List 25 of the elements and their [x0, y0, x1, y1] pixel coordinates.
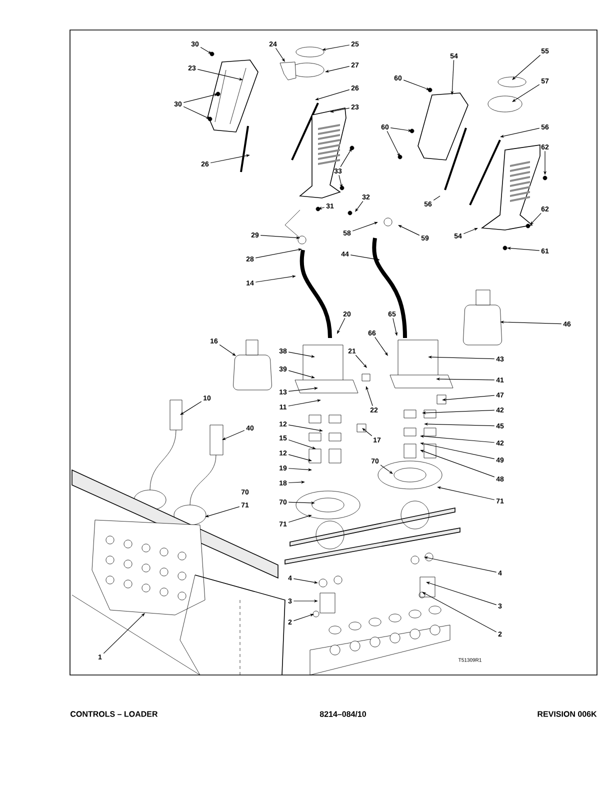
leader-line: [200, 46, 212, 54]
leader-line: [180, 401, 202, 415]
leader-line: [183, 106, 210, 119]
leader-line: [422, 592, 497, 632]
leader-line: [337, 318, 346, 334]
leader-line: [512, 84, 540, 102]
footer-text: 8214–084/10: [320, 711, 366, 717]
leader-line: [463, 228, 478, 234]
footer-text: CONTROLS – LOADER: [70, 711, 158, 717]
leader-line: [433, 196, 440, 201]
leader-line: [340, 148, 352, 168]
leader-line: [386, 130, 400, 157]
leader-line: [222, 430, 245, 440]
leader-line: [512, 54, 541, 80]
leader-line: [380, 464, 393, 474]
leader-line: [355, 200, 364, 212]
leader-line: [355, 354, 367, 368]
leader-line: [530, 212, 542, 225]
leader-line: [374, 336, 388, 356]
leader-line: [219, 344, 236, 356]
leader-line: [398, 225, 420, 236]
leader-line: [103, 613, 145, 654]
leader-line: [275, 48, 285, 62]
leader-line: [362, 428, 372, 436]
footer-text: REVISION 006K: [538, 711, 597, 717]
